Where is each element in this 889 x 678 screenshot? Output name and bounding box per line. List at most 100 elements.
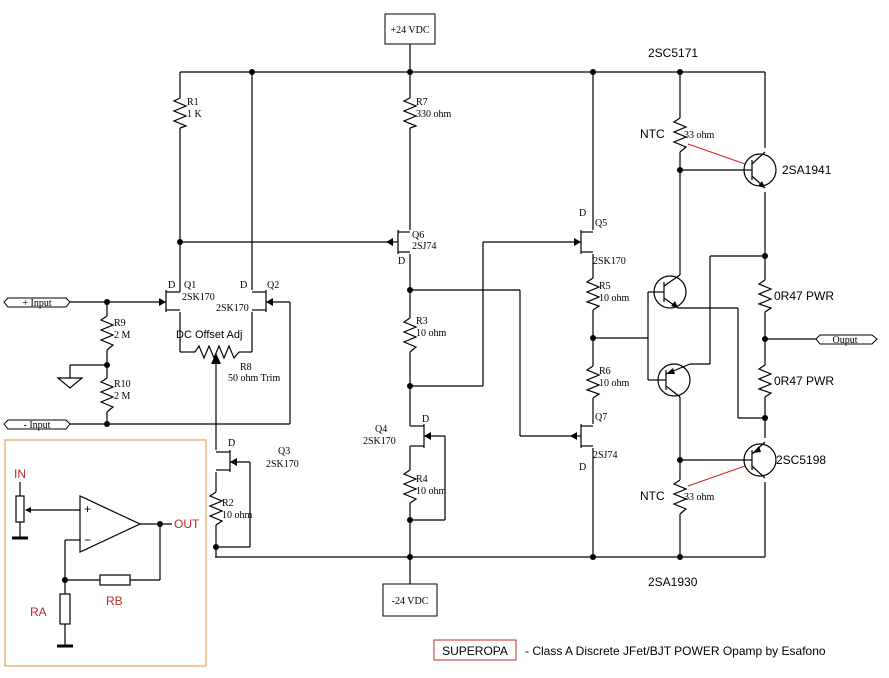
footer-caption: - Class A Discrete JFet/BJT POWER Opamp …	[525, 644, 826, 658]
q5-drain-label: D	[579, 208, 586, 219]
re-bottom-value: 0R47 PWR	[774, 374, 834, 388]
output-port	[815, 334, 878, 345]
r2-value: 10 ohm	[222, 510, 253, 521]
inset-minus-sign: −	[84, 533, 91, 547]
r4-name: R4	[416, 474, 428, 485]
port-shapes	[3, 297, 878, 430]
junctions	[104, 69, 768, 560]
inset-in-label: IN	[14, 467, 26, 481]
r3-value: 10 ohm	[416, 328, 447, 339]
inset-out-label: OUT	[174, 517, 200, 531]
r2-name: R2	[222, 498, 234, 509]
negative-supply-label: -24 VDC	[392, 596, 429, 607]
q7-symbol	[570, 424, 593, 448]
r5-value: 10 ohm	[599, 293, 630, 304]
inset-ra-label: RA	[30, 605, 47, 619]
bjt-top-inner-part: 2SA1941	[782, 163, 832, 177]
ntc-bottom-value: 33 ohm	[684, 492, 715, 503]
bjt-bottom-outer-part: 2SA1930	[648, 575, 698, 589]
jfet-symbols	[158, 230, 593, 472]
inset-border	[4, 439, 207, 667]
r4-value: 10 ohm	[416, 486, 447, 497]
r1-value: 1 K	[187, 109, 203, 120]
bjt-bottom-inner-part: 2SC5198	[776, 453, 826, 467]
bjt-top-output-symbol	[743, 151, 777, 189]
q7-name: Q7	[595, 412, 607, 423]
q2-drain-label: D	[240, 280, 247, 291]
r5-symbol	[585, 277, 601, 311]
r9-value: 2 M	[114, 330, 131, 341]
r8-wiper-arrow	[211, 353, 221, 364]
r7-symbol	[402, 97, 418, 129]
r10-value: 2 M	[114, 391, 131, 402]
ntc-top-name: NTC	[640, 127, 665, 141]
q6-symbol	[386, 230, 410, 254]
r4-symbol	[402, 469, 418, 504]
q5-symbol	[572, 230, 593, 254]
q6-part: 2SJ74	[412, 241, 436, 252]
supply-boxes	[382, 13, 438, 617]
q2-symbol	[252, 290, 273, 312]
ntc-top-symbol	[672, 117, 688, 153]
q3-part: 2SK170	[266, 459, 299, 470]
output-label: Ouput	[833, 335, 858, 346]
opamp-triangle	[79, 495, 142, 553]
plus-input-label: + Input	[22, 298, 51, 309]
ntc-bottom-name: NTC	[640, 489, 665, 503]
r5-name: R5	[599, 281, 611, 292]
negative-supply-box	[382, 583, 438, 617]
re-top-value: 0R47 PWR	[774, 289, 834, 303]
q6-name: Q6	[412, 230, 424, 241]
r1-name: R1	[187, 97, 199, 108]
positive-supply-label: +24 VDC	[390, 25, 429, 36]
wires	[69, 44, 820, 584]
re-bottom-symbol	[757, 364, 773, 398]
q4-symbol	[410, 424, 431, 448]
r10-name: R10	[114, 379, 131, 390]
r8-value: 50 ohm Trim	[228, 373, 280, 384]
inset-rb-resistor	[99, 574, 131, 586]
plus-input-port	[3, 297, 71, 308]
q1-name: Q1	[184, 280, 196, 291]
q1-drain-label: D	[168, 280, 175, 291]
r6-value: 10 ohm	[599, 378, 630, 389]
ntc-bottom-symbol	[672, 479, 688, 515]
r7-value: 330 ohm	[416, 109, 452, 120]
r8-symbol	[194, 344, 240, 360]
bjt-bottom-output-symbol	[743, 441, 777, 479]
q2-part: 2SK170	[216, 303, 249, 314]
r9-symbol	[99, 315, 115, 351]
q4-part: 2SK170	[363, 436, 396, 447]
r6-symbol	[585, 365, 601, 399]
opamp-inset	[4, 439, 207, 667]
r7-name: R7	[416, 97, 428, 108]
superopa-badge: SUPEROPA	[442, 644, 508, 658]
r9-name: R9	[114, 318, 126, 329]
q3-name: Q3	[278, 446, 290, 457]
bjt-top-outer-part: 2SC5171	[648, 46, 698, 60]
minus-input-label: - Input	[24, 420, 51, 431]
q1-part: 2SK170	[182, 292, 215, 303]
superopa-badge-border	[433, 639, 517, 661]
inset-plus-sign: +	[84, 502, 91, 516]
inset-rb-label: RB	[106, 594, 123, 608]
r3-symbol	[402, 317, 418, 353]
q7-part: 2SJ74	[593, 450, 617, 461]
q7-drain-label: D	[579, 462, 586, 473]
q5-part: 2SK170	[593, 256, 626, 267]
q6-drain-label: D	[398, 256, 405, 267]
r1-symbol	[172, 97, 188, 129]
thermal-link-bottom	[687, 465, 746, 487]
r6-name: R6	[599, 366, 611, 377]
q3-symbol	[216, 450, 237, 472]
r10-symbol	[99, 377, 115, 413]
r3-name: R3	[416, 316, 428, 327]
inset-ra-resistor	[59, 593, 71, 625]
q2-name: Q2	[267, 280, 279, 291]
bjt-driver-upper-symbol	[653, 274, 687, 309]
minus-input-port	[3, 419, 71, 430]
bjt-symbols	[653, 151, 777, 479]
q1-symbol	[158, 290, 181, 312]
r8-note: DC Offset Adj	[176, 329, 242, 341]
